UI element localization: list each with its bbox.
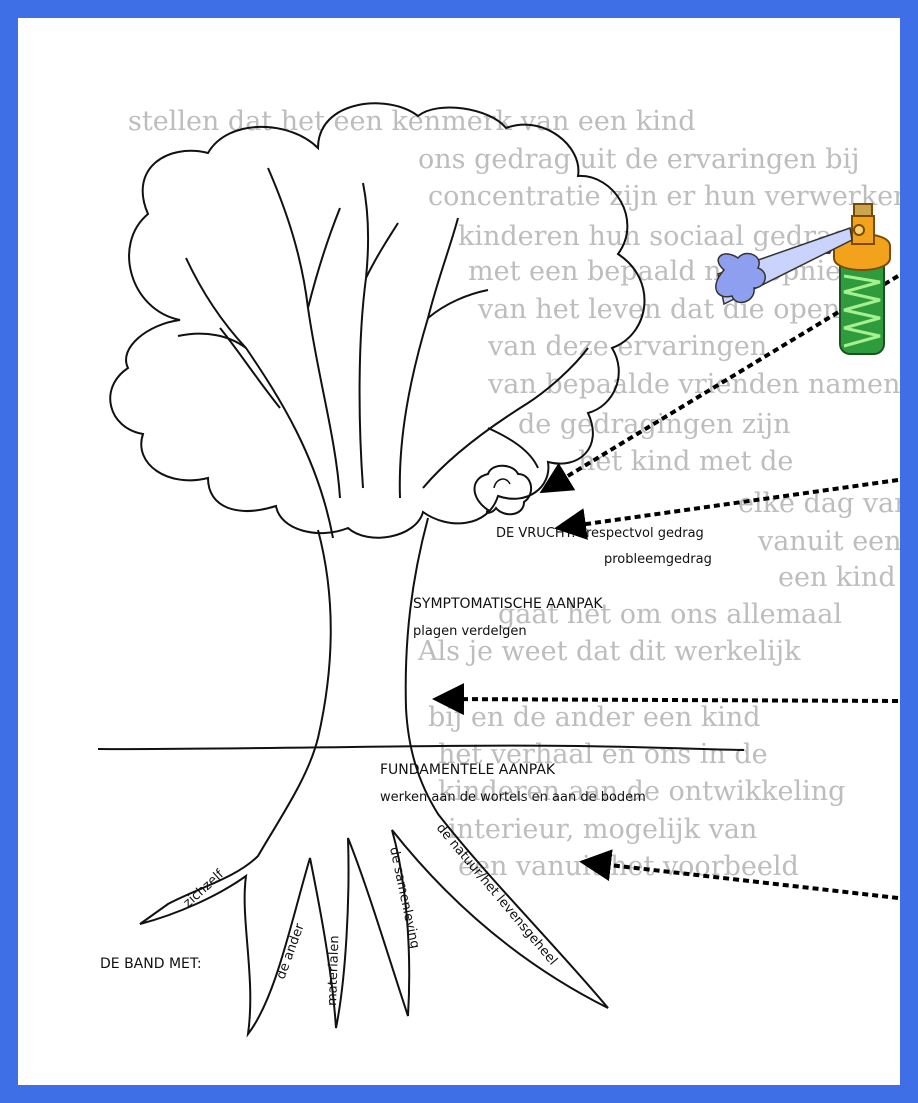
bg-line: interieur, mogelijk van xyxy=(448,814,757,845)
root-label-de-samenleving: de samenleving xyxy=(386,846,422,950)
slide-sheet: stellen dat het een kenmerk van een kind… xyxy=(18,18,900,1085)
bg-line: stellen dat het een kenmerk van een kind xyxy=(128,106,696,137)
bg-line: met een bepaald niet opnieuw xyxy=(468,256,882,287)
root-label-de-ander: de ander xyxy=(274,921,308,981)
bg-line: concentratie zijn er hun verwerken xyxy=(428,181,900,212)
fruit-stem xyxy=(494,479,510,488)
bg-line: bij en de ander een kind xyxy=(428,702,761,733)
bg-line: ons gedrag uit de ervaringen bij xyxy=(418,144,860,175)
fundamental-title: FUNDAMENTELE AANPAK xyxy=(380,762,556,778)
bg-line: van bepaalde vrienden namen xyxy=(487,369,900,400)
tree-diagram: stellen dat het een kenmerk van een kind… xyxy=(18,18,900,1085)
fruit-line1: respectvol gedrag xyxy=(586,526,704,541)
symptomatic-subtitle: plagen verdelgen xyxy=(413,624,527,639)
bg-line: van deze ervaringen xyxy=(487,331,767,362)
bg-line: van het leven dat die open xyxy=(477,294,840,325)
root-label-materialen: materialen xyxy=(325,935,342,1006)
fruit-title: DE VRUCHT: xyxy=(496,526,576,541)
fruit-line2: probleemgedrag xyxy=(604,552,712,567)
fundamental-subtitle: werken aan de wortels en aan de bodem xyxy=(380,790,646,805)
bg-line: vanuit een xyxy=(757,526,900,557)
root-label-zichzelf: zichzelf xyxy=(181,867,228,911)
symptomatic-title: SYMPTOMATISCHE AANPAK xyxy=(413,596,603,612)
bg-line: Als je weet dat dit werkelijk xyxy=(417,636,801,667)
bg-line: het kind met de xyxy=(578,446,793,477)
bg-line: elke dag van xyxy=(738,488,900,519)
fruit-icon xyxy=(475,466,532,515)
bg-line: een kind xyxy=(778,562,896,593)
arrow-to-trunk xyxy=(436,699,898,701)
bg-line: kinderen hun sociaal gedrag xyxy=(458,221,849,252)
roots-intro: DE BAND MET: xyxy=(100,956,202,972)
